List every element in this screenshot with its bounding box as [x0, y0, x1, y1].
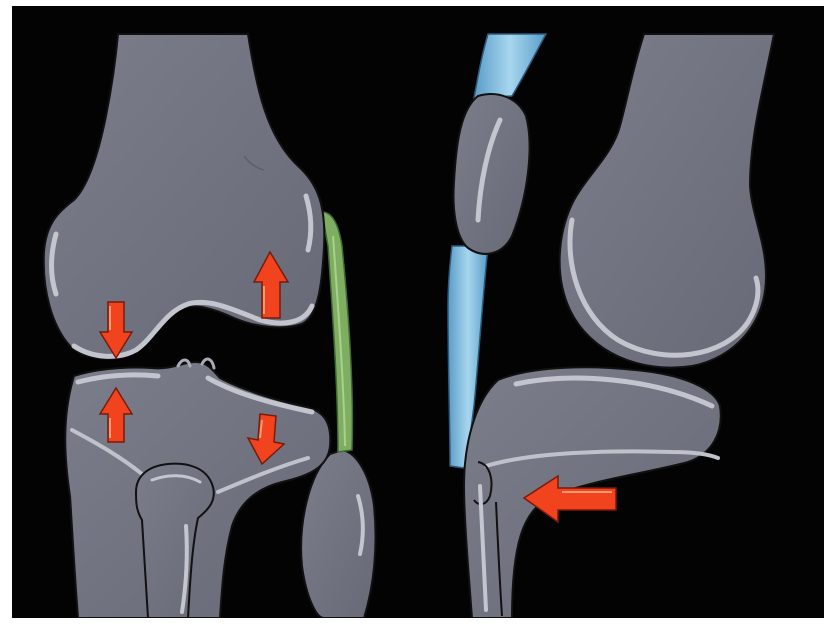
front-view — [44, 34, 376, 618]
patella — [454, 94, 530, 254]
illustration-panel — [12, 6, 824, 618]
knee-illustration — [12, 6, 824, 618]
quadriceps-tendon — [474, 34, 546, 98]
collateral-ligament — [322, 212, 352, 452]
side-view — [448, 34, 774, 618]
femur — [44, 34, 325, 359]
